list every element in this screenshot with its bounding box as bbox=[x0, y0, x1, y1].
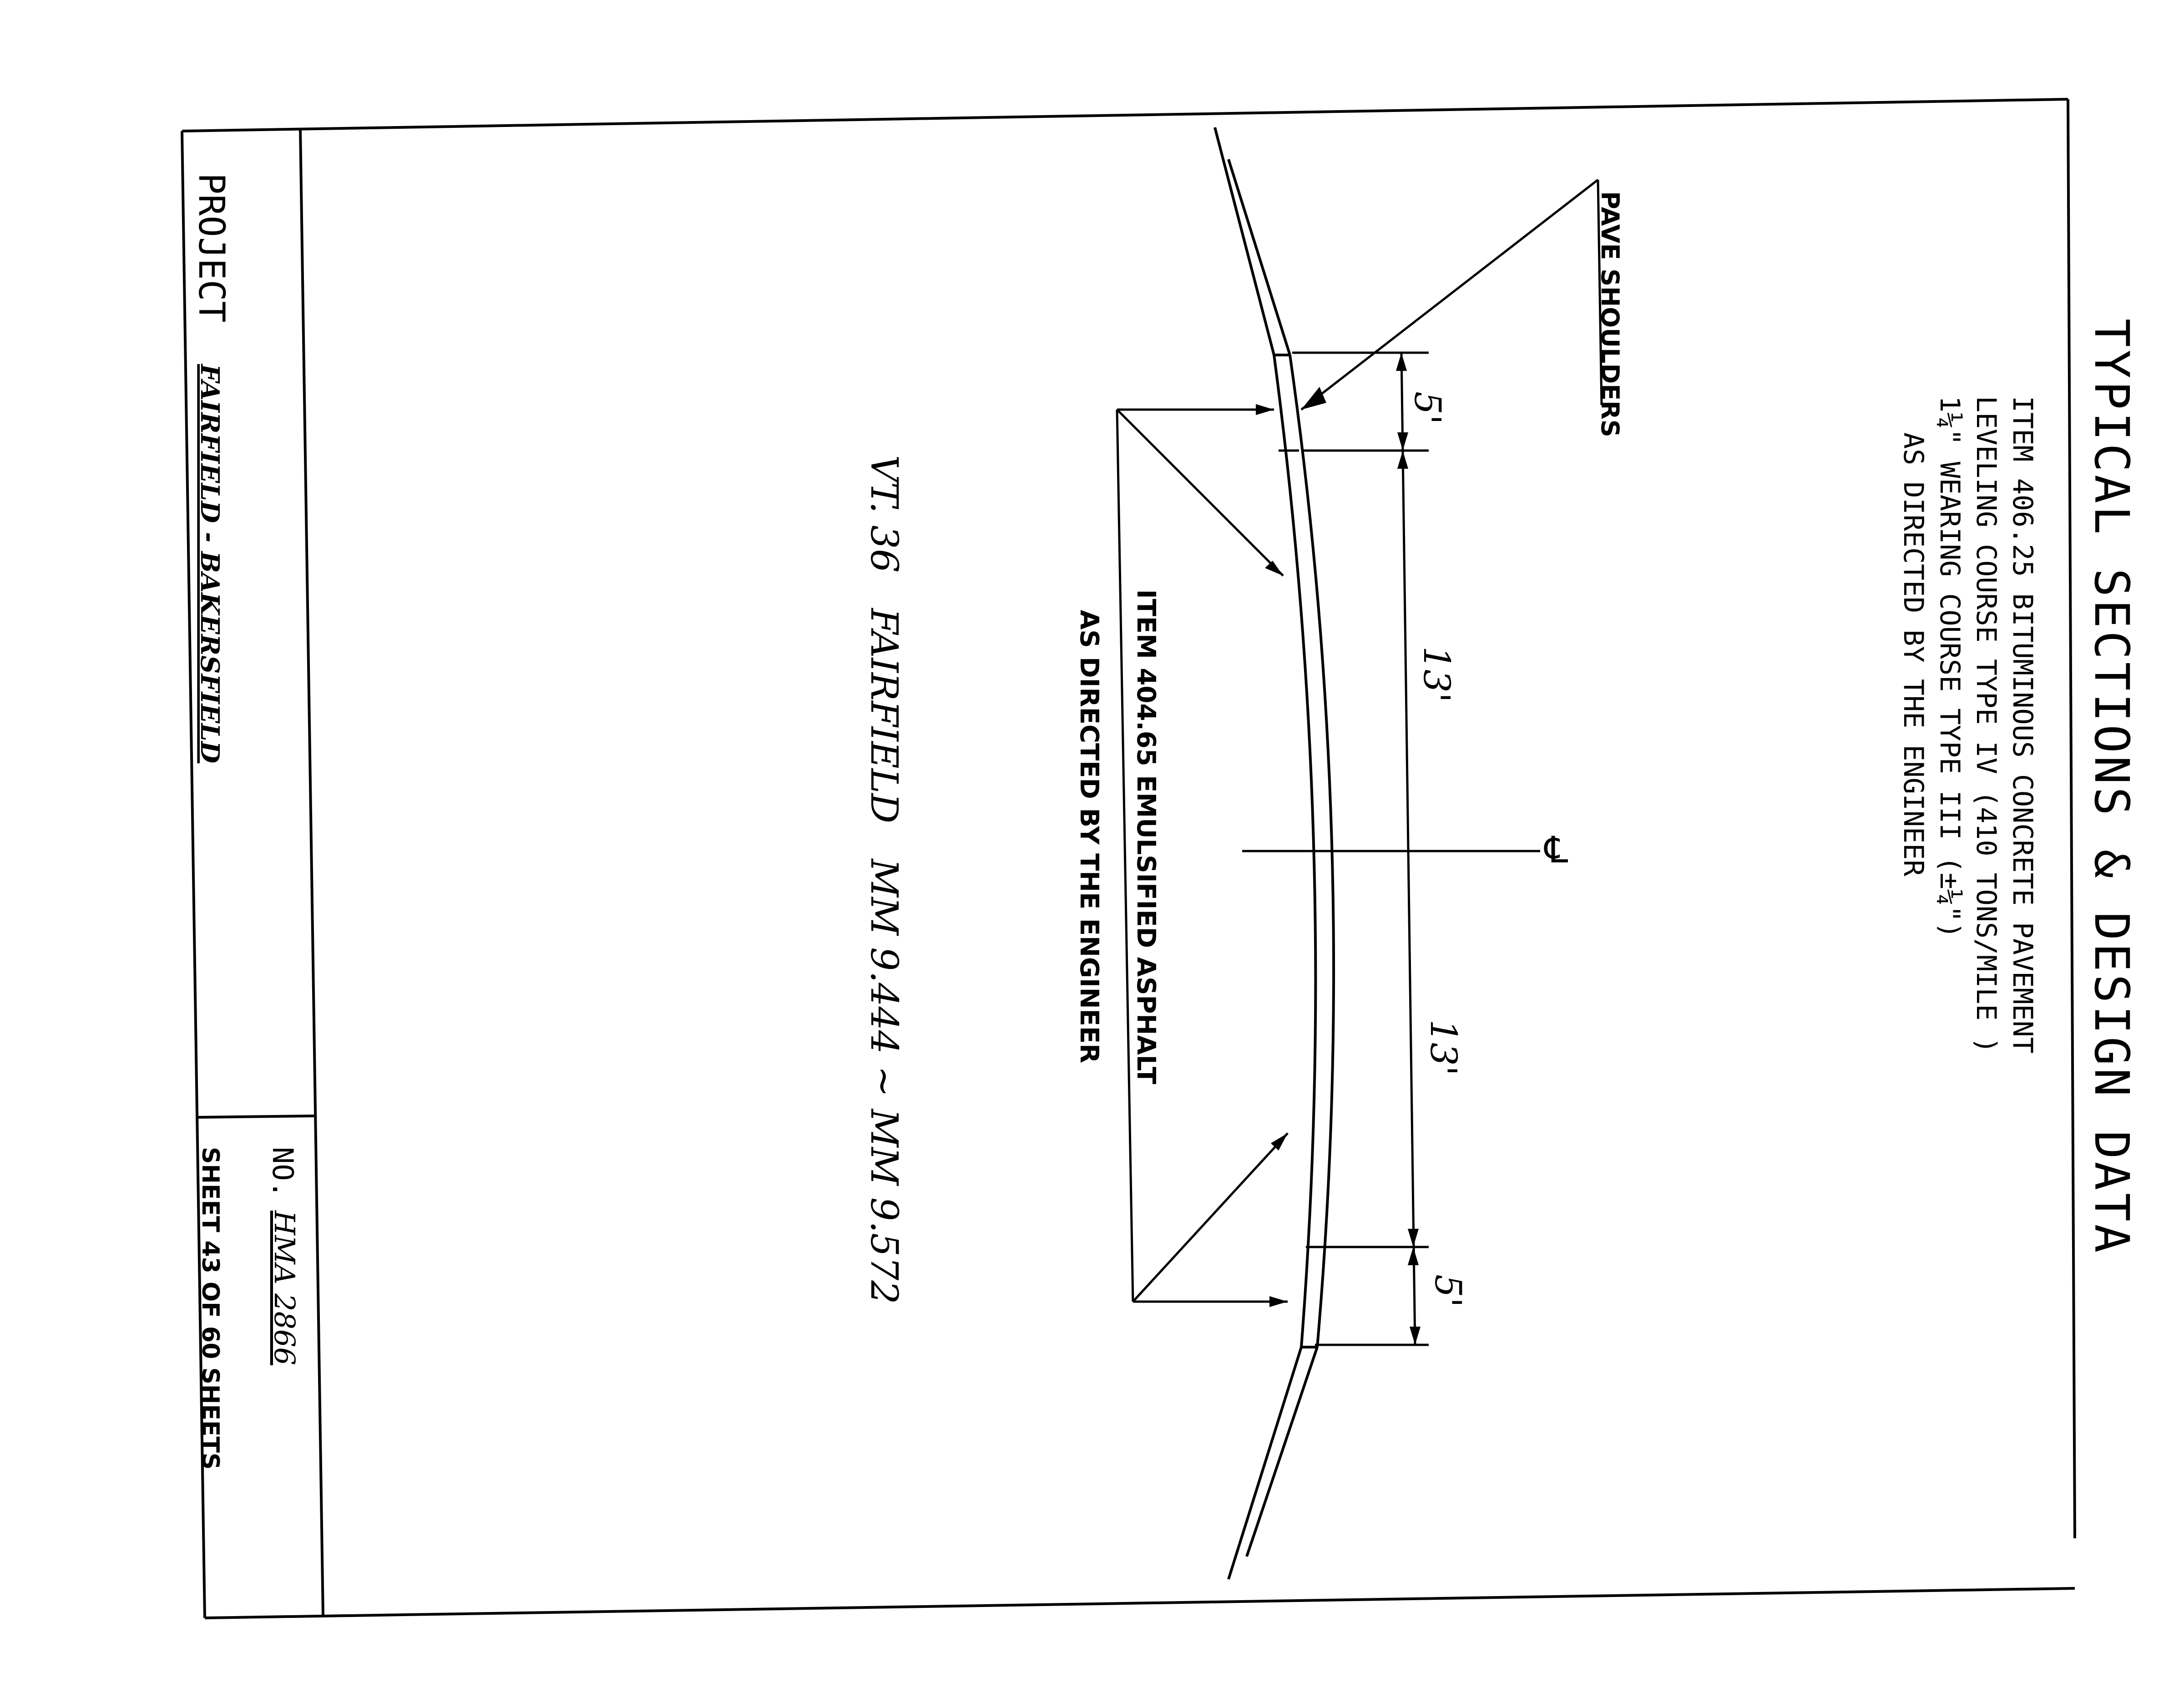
title-block-section-line bbox=[198, 1115, 314, 1119]
sheet-no-label: NO. bbox=[266, 1147, 299, 1198]
dimension-labels: 5' 13' 13' 5' bbox=[1406, 391, 1469, 1308]
dimension-lines bbox=[1292, 351, 1429, 1346]
item-404-leader-top-diag bbox=[1116, 409, 1284, 577]
location-note: VT. 36 FAIRFIELD MM 9.444 ~ MM 9.572 bbox=[862, 455, 905, 1304]
item-404-bracket bbox=[1116, 409, 1134, 1302]
sheet-border bbox=[181, 98, 2076, 1619]
sheet-no-value: HMA 2866 bbox=[268, 1210, 301, 1365]
item-404-arrow-4 bbox=[1271, 1133, 1288, 1151]
centerline: ℄ bbox=[1242, 829, 1568, 871]
dim-shoulder-left: 5' bbox=[1406, 391, 1449, 425]
pave-shoulders-arrowhead bbox=[1301, 387, 1326, 410]
pave-shoulders-leader bbox=[1300, 179, 1599, 411]
foreslope-right-outer bbox=[1227, 1347, 1303, 1580]
foreslope-left-outer bbox=[1213, 127, 1275, 355]
title-block-divider bbox=[299, 129, 324, 1616]
item-404-leader-bottom-diag bbox=[1132, 1132, 1289, 1303]
dim-shoulder-right: 5' bbox=[1427, 1274, 1469, 1308]
project-name: FAIRFIELD - BAKERSFIELD bbox=[195, 363, 225, 764]
sheet-count: SHEET 43 OF 60 SHEETS bbox=[197, 1147, 224, 1470]
item-404-line2: AS DIRECTED BY THE ENGINEER bbox=[1074, 610, 1104, 1063]
title-block: PROJECT FAIRFIELD - BAKERSFIELD NO. HMA … bbox=[191, 129, 324, 1616]
dimension-arrowheads bbox=[1396, 353, 1421, 1345]
item-404-arrow-3 bbox=[1269, 1296, 1288, 1307]
pave-shoulders-callout: PAVE SHOULDERS bbox=[1300, 179, 1624, 437]
item-404-line1: ITEM 404.65 EMULSIFIED ASPHALT bbox=[1131, 589, 1161, 1084]
foreslope-left-inner bbox=[1227, 159, 1291, 355]
project-label: PROJECT bbox=[191, 173, 232, 323]
sheet-title: TYPICAL SECTIONS & DESIGN DATA bbox=[2084, 319, 2139, 1255]
item-406-line3: 1¼" WEARING COURSE TYPE III (±¼") bbox=[1934, 396, 1966, 938]
dim-lane-right: 13' bbox=[1422, 1019, 1465, 1076]
dim-line-main bbox=[1400, 352, 1416, 1345]
centerline-symbol: ℄ bbox=[1544, 829, 1568, 871]
item-404-callout: ITEM 404.65 EMULSIFIED ASPHALT AS DIRECT… bbox=[1074, 404, 1289, 1307]
pave-shoulders-underline bbox=[1597, 179, 1603, 406]
item-406-note: ITEM 406.25 BITUMINOUS CONCRETE PAVEMENT… bbox=[1897, 396, 2038, 1054]
item-404-arrow-2 bbox=[1265, 561, 1283, 576]
item-406-line2: LEVELING COURSE TYPE IV (410 TONS/MILE ) bbox=[1970, 396, 2002, 1054]
dim-lane-left: 13' bbox=[1416, 646, 1458, 703]
item-406-line1: ITEM 406.25 BITUMINOUS CONCRETE PAVEMENT bbox=[2007, 396, 2038, 1054]
foreslope-right-inner bbox=[1245, 1347, 1319, 1557]
roadway-cross-section bbox=[1213, 127, 1335, 1580]
item-406-line4: AS DIRECTED BY THE ENGINEER bbox=[1897, 432, 1929, 877]
item-404-arrow-1 bbox=[1256, 404, 1274, 415]
